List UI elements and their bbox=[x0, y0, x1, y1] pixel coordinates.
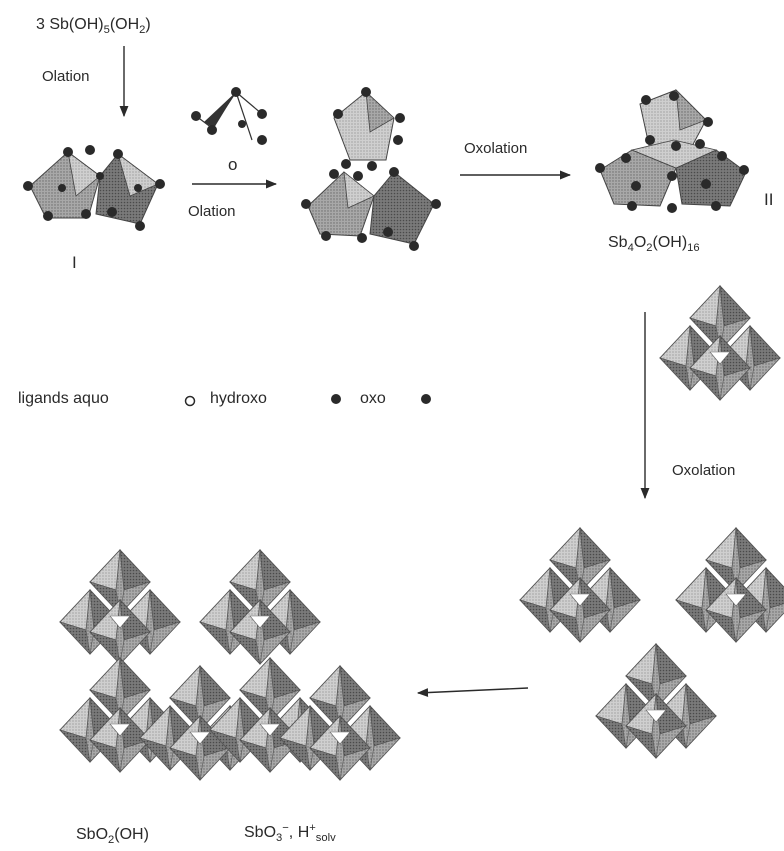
product-formula-2: SbO3−, H+solv bbox=[244, 824, 336, 842]
step-label-olation-2: Olation bbox=[188, 203, 236, 220]
layered-network bbox=[60, 550, 400, 780]
aquo-symbol-icon bbox=[186, 397, 195, 406]
tetramer-formula: Sb4O2(OH)16 bbox=[608, 234, 700, 252]
final-arrow-left bbox=[418, 688, 528, 693]
structure-i-dimer bbox=[23, 145, 165, 231]
step-label-oxolation-1: Oxolation bbox=[464, 140, 527, 157]
step-label-oxolation-2: Oxolation bbox=[672, 462, 735, 479]
legend-hydroxo: hydroxo bbox=[210, 390, 267, 408]
product-formula-1: SbO2(OH) bbox=[76, 826, 149, 844]
trimer-intermediate bbox=[301, 87, 441, 251]
branched-cluster bbox=[520, 528, 784, 758]
step-label-olation-1: Olation bbox=[42, 68, 90, 85]
oxo-symbol-icon bbox=[421, 394, 431, 404]
legend-oxo: oxo bbox=[360, 390, 386, 408]
legend-prefix: ligands aquo bbox=[18, 390, 109, 408]
reactant-formula: 3 Sb(OH)5(OH2) bbox=[36, 16, 151, 34]
polyhedral-tetramer bbox=[660, 286, 780, 400]
structure-label-i: I bbox=[72, 253, 77, 273]
structure-label-ii: II bbox=[764, 190, 773, 210]
structure-ii-tetramer bbox=[595, 90, 749, 213]
fragment-label: o bbox=[228, 155, 237, 175]
hydroxo-symbol-icon bbox=[331, 394, 341, 404]
monomer-fragment bbox=[191, 87, 267, 145]
